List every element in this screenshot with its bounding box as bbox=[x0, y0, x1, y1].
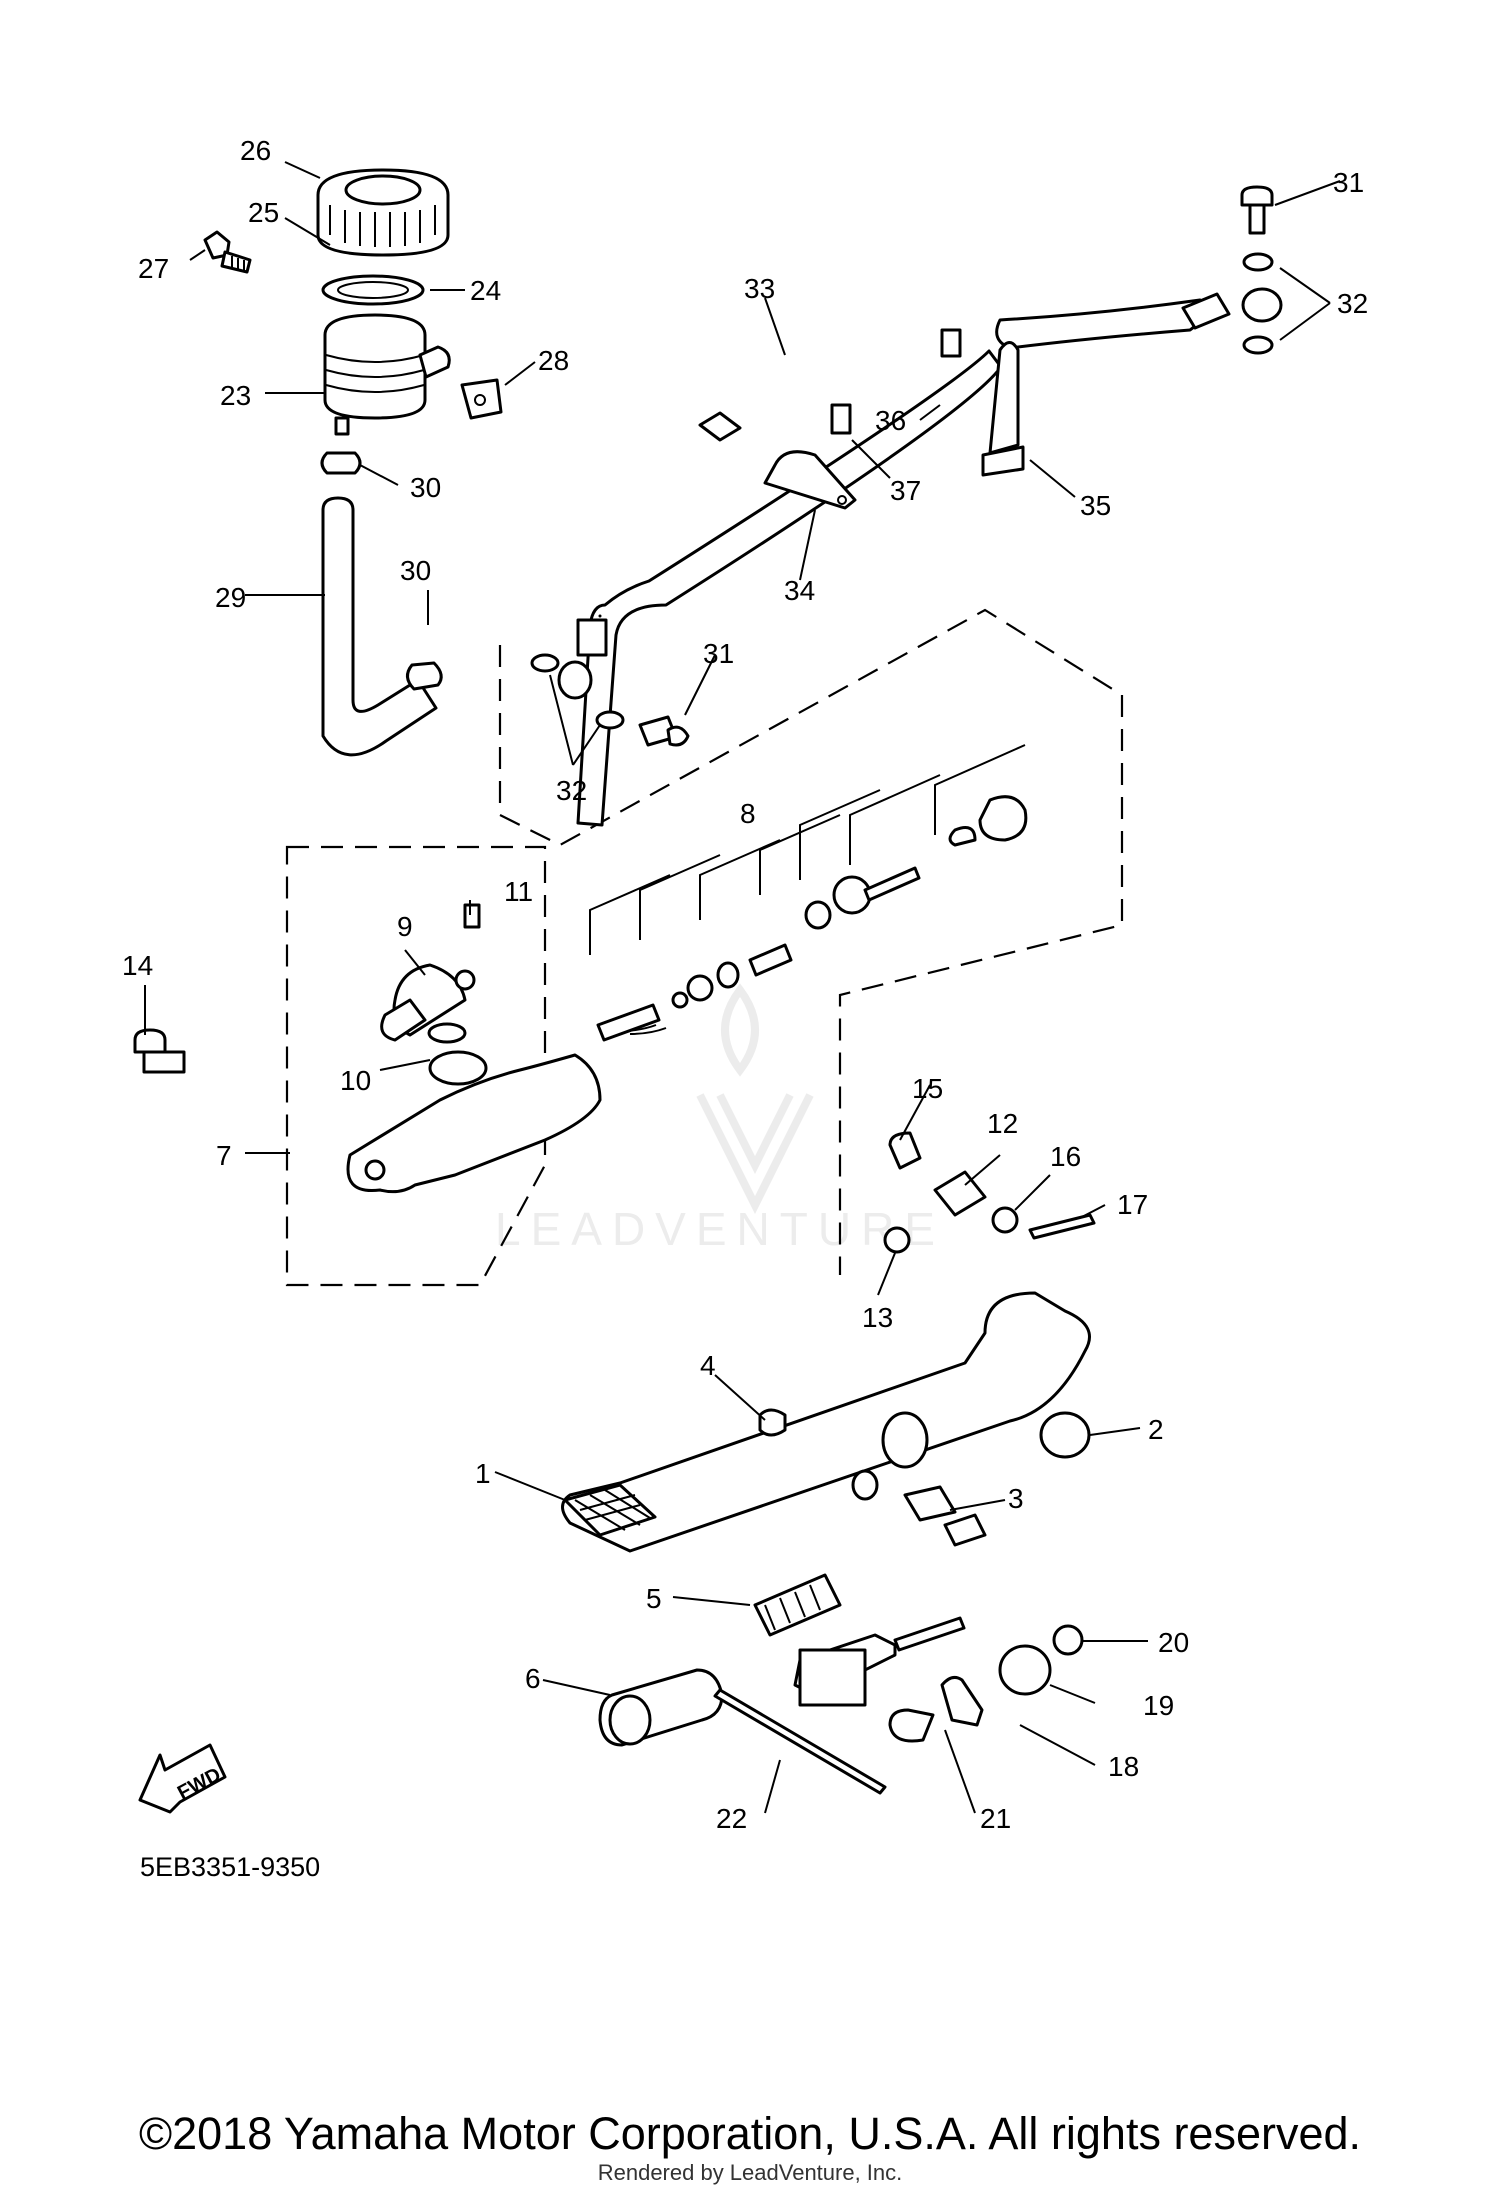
clevis-parts bbox=[883, 1131, 1096, 1254]
callout-30-upper: 30 bbox=[410, 472, 441, 503]
reservoir-hose bbox=[321, 496, 443, 757]
callout-20: 20 bbox=[1158, 1627, 1189, 1658]
callout-2: 2 bbox=[1148, 1414, 1164, 1445]
callout-14: 14 bbox=[122, 950, 153, 981]
callout-3: 3 bbox=[1008, 1483, 1024, 1514]
callout-30-lower: 30 bbox=[400, 555, 431, 586]
callout-26: 26 bbox=[240, 135, 271, 166]
callout-31-upper: 31 bbox=[1333, 167, 1364, 198]
callout-8: 8 bbox=[740, 798, 756, 829]
callout-34: 34 bbox=[784, 575, 815, 606]
callout-32-upper: 32 bbox=[1337, 288, 1368, 319]
callout-31-lower: 31 bbox=[703, 638, 734, 669]
callout-4: 4 bbox=[700, 1350, 716, 1381]
callout-6: 6 bbox=[525, 1663, 541, 1694]
callout-27: 27 bbox=[138, 253, 169, 284]
callout-25: 25 bbox=[248, 197, 279, 228]
callout-36: 36 bbox=[875, 405, 906, 436]
callout-29: 29 bbox=[215, 582, 246, 613]
callout-35: 35 bbox=[1080, 490, 1111, 521]
callout-18: 18 bbox=[1108, 1751, 1139, 1782]
rendered-by-credit: Rendered by LeadVenture, Inc. bbox=[597, 2160, 903, 2185]
watermark-text: LEADVENTURE bbox=[495, 1203, 945, 1255]
callout-11: 11 bbox=[504, 876, 533, 907]
callout-10: 10 bbox=[340, 1065, 371, 1096]
callout-16: 16 bbox=[1050, 1141, 1081, 1172]
assembly-outline bbox=[285, 608, 1124, 1287]
callout-23: 23 bbox=[220, 380, 251, 411]
diagram-code: 5EB3351-9350 bbox=[140, 1852, 321, 1882]
brake-pedal-assembly bbox=[561, 1291, 1091, 1795]
callout-13: 13 bbox=[862, 1302, 893, 1333]
callout-37: 37 bbox=[890, 475, 921, 506]
callout-22: 22 bbox=[716, 1803, 747, 1834]
callout-21: 21 bbox=[980, 1803, 1011, 1834]
callout-33: 33 bbox=[744, 273, 775, 304]
callout-15: 15 bbox=[912, 1073, 943, 1104]
copyright-notice: ©2018 Yamaha Motor Corporation, U.S.A. A… bbox=[138, 2108, 1362, 2159]
watermark-logo: LEADVENTURE bbox=[495, 983, 945, 1255]
callout-17: 17 bbox=[1117, 1189, 1148, 1220]
callout-9: 9 bbox=[397, 911, 413, 942]
callout-7: 7 bbox=[216, 1140, 232, 1171]
callout-24: 24 bbox=[470, 275, 501, 306]
leader-lines bbox=[144, 161, 1341, 1814]
master-cylinder bbox=[133, 903, 602, 1194]
callout-12: 12 bbox=[987, 1108, 1018, 1139]
hose-clamps bbox=[763, 328, 1025, 510]
reservoir-assembly bbox=[203, 168, 503, 475]
callout-28: 28 bbox=[538, 345, 569, 376]
fwd-arrow: FWD bbox=[138, 1743, 227, 1814]
banjo-fittings bbox=[530, 185, 1274, 747]
callout-1: 1 bbox=[475, 1458, 491, 1489]
callout-19: 19 bbox=[1143, 1690, 1174, 1721]
piston-kit bbox=[589, 744, 1028, 1042]
callout-labels: 26 25 27 24 28 23 30 29 30 33 31 32 36 3… bbox=[122, 135, 1368, 1834]
brake-hose bbox=[557, 287, 1283, 827]
callout-32-lower: 32 bbox=[556, 775, 587, 806]
callout-5: 5 bbox=[646, 1583, 662, 1614]
